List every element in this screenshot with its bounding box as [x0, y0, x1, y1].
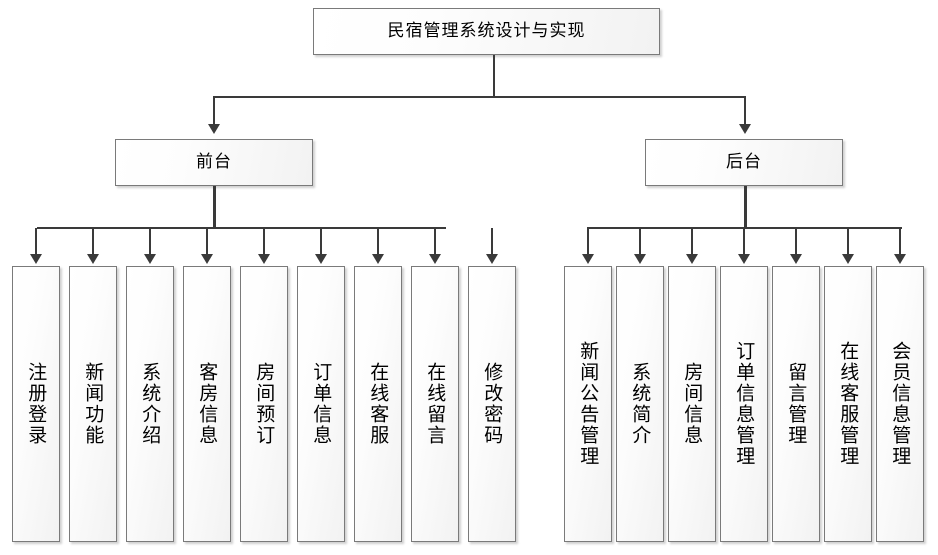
- arrowhead-frontend-8: [486, 254, 498, 264]
- leaf-node-backend-1[interactable]: 系统简介: [616, 266, 664, 542]
- arrowhead-backend-2: [686, 254, 698, 264]
- arrowhead-frontend-4: [258, 254, 270, 264]
- connector-drop-backend-3: [743, 228, 745, 254]
- connector-to-backend: [744, 96, 746, 124]
- leaf-node-label: 客房信息: [196, 362, 219, 446]
- leaf-node-backend-5[interactable]: 在线客服管理: [824, 266, 872, 542]
- leaf-node-label: 房间预订: [253, 362, 276, 446]
- arrowhead-frontend-2: [144, 254, 156, 264]
- arrowhead-frontend-5: [315, 254, 327, 264]
- leaf-node-label: 在线留言: [424, 362, 447, 446]
- arrowhead-frontend-1: [87, 254, 99, 264]
- connector-drop-backend-2: [691, 228, 693, 254]
- connector-frontend-trunk: [213, 186, 216, 228]
- leaf-node-label: 系统简介: [629, 362, 652, 446]
- leaf-node-label: 会员信息管理: [889, 341, 912, 467]
- connector-drop-backend-0: [587, 228, 589, 254]
- leaf-node-frontend-8[interactable]: 修改密码: [468, 266, 516, 542]
- leaf-node-label: 留言管理: [785, 362, 808, 446]
- connector-drop-backend-1: [639, 228, 641, 254]
- connector-frontend-bar: [37, 227, 446, 229]
- arrowhead-backend-4: [790, 254, 802, 264]
- arrowhead-frontend-0: [30, 254, 42, 264]
- leaf-node-label: 订单信息: [310, 362, 333, 446]
- leaf-node-backend-2[interactable]: 房间信息: [668, 266, 716, 542]
- leaf-node-label: 订单信息管理: [733, 341, 756, 467]
- arrowhead-frontend-7: [429, 254, 441, 264]
- branch-node-frontend[interactable]: 前台: [115, 139, 313, 186]
- leaf-node-frontend-1[interactable]: 新闻功能: [69, 266, 117, 542]
- connector-drop-backend-4: [795, 228, 797, 254]
- leaf-node-backend-6[interactable]: 会员信息管理: [876, 266, 924, 542]
- leaf-node-frontend-0[interactable]: 注册登录: [12, 266, 60, 542]
- branch-node-frontend-label: 前台: [196, 152, 232, 173]
- leaf-node-backend-4[interactable]: 留言管理: [772, 266, 820, 542]
- leaf-node-label: 在线客服管理: [837, 341, 860, 467]
- connector-drop-backend-6: [899, 228, 901, 254]
- leaf-node-frontend-7[interactable]: 在线留言: [411, 266, 459, 542]
- arrowhead-backend-5: [842, 254, 854, 264]
- connector-root-trunk: [493, 55, 495, 97]
- connector-drop-frontend-1: [92, 228, 94, 254]
- branch-node-backend[interactable]: 后台: [645, 139, 843, 186]
- leaf-node-backend-0[interactable]: 新闻公告管理: [564, 266, 612, 542]
- leaf-node-label: 在线客服: [367, 362, 390, 446]
- leaf-node-label: 注册登录: [25, 362, 48, 446]
- connector-drop-frontend-7: [434, 228, 436, 254]
- connector-backend-trunk: [744, 186, 747, 228]
- leaf-node-frontend-5[interactable]: 订单信息: [297, 266, 345, 542]
- leaf-node-label: 系统介绍: [139, 362, 162, 446]
- connector-root-bar: [213, 96, 746, 98]
- leaf-node-label: 新闻公告管理: [577, 341, 600, 467]
- connector-drop-frontend-2: [149, 228, 151, 254]
- arrowhead-backend-6: [894, 254, 906, 264]
- arrowhead-frontend-3: [201, 254, 213, 264]
- arrowhead-backend-0: [582, 254, 594, 264]
- connector-drop-frontend-5: [320, 228, 322, 254]
- connector-drop-frontend-6: [377, 228, 379, 254]
- leaf-node-label: 房间信息: [681, 362, 704, 446]
- arrowhead-backend-1: [634, 254, 646, 264]
- connector-drop-backend-5: [847, 228, 849, 254]
- branch-node-backend-label: 后台: [726, 152, 762, 173]
- leaf-node-frontend-6[interactable]: 在线客服: [354, 266, 402, 542]
- arrowhead-to-backend: [739, 124, 751, 134]
- connector-drop-frontend-8: [491, 228, 493, 254]
- leaf-node-backend-3[interactable]: 订单信息管理: [720, 266, 768, 542]
- connector-drop-frontend-0: [35, 228, 37, 254]
- leaf-node-frontend-2[interactable]: 系统介绍: [126, 266, 174, 542]
- connector-drop-frontend-4: [263, 228, 265, 254]
- arrowhead-frontend-6: [372, 254, 384, 264]
- leaf-node-frontend-3[interactable]: 客房信息: [183, 266, 231, 542]
- root-node-label: 民宿管理系统设计与实现: [387, 21, 586, 42]
- leaf-node-label: 修改密码: [481, 362, 504, 446]
- connector-to-frontend: [213, 96, 215, 124]
- leaf-node-label: 新闻功能: [82, 362, 105, 446]
- leaf-node-frontend-4[interactable]: 房间预订: [240, 266, 288, 542]
- arrowhead-backend-3: [738, 254, 750, 264]
- arrowhead-to-frontend: [208, 124, 220, 134]
- root-node[interactable]: 民宿管理系统设计与实现: [313, 8, 660, 55]
- connector-drop-frontend-3: [206, 228, 208, 254]
